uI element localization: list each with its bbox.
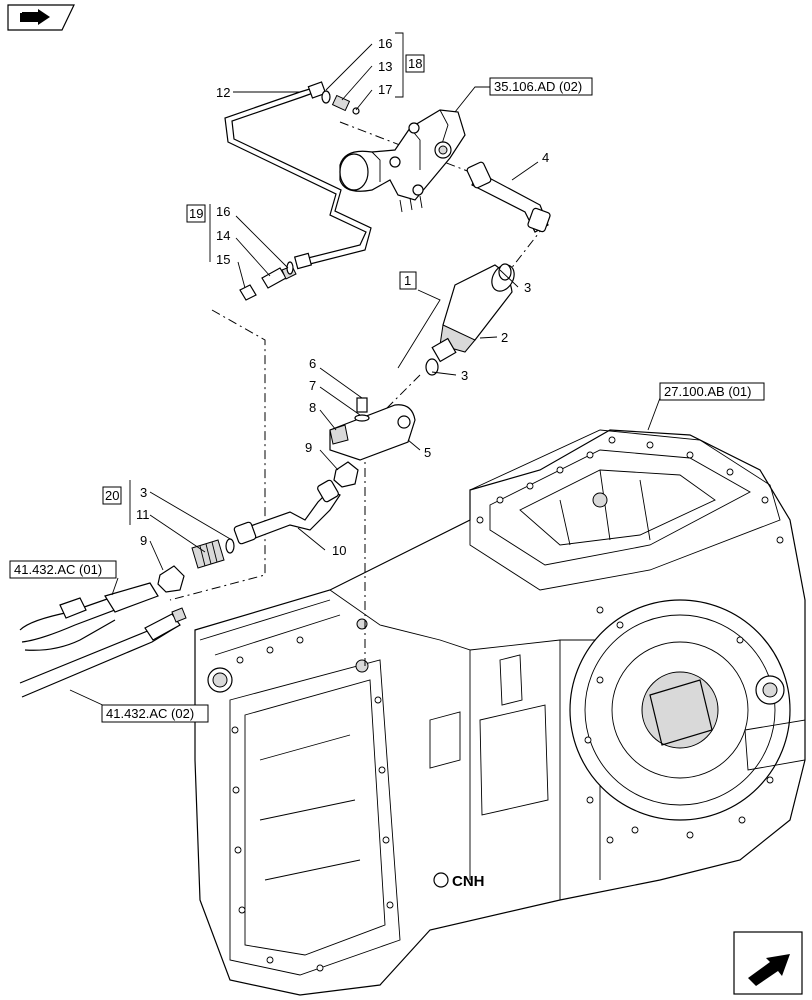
book-pointer-icon[interactable] (7, 4, 75, 31)
transmission-housing: CNH (194, 429, 806, 996)
fittings-left (239, 261, 297, 301)
next-arrow-icon[interactable] (733, 931, 803, 995)
callout-15: 15 (216, 252, 230, 267)
callout-16-top: 16 (378, 36, 392, 51)
callout-3-lower: 3 (140, 485, 147, 500)
callout-14: 14 (216, 228, 230, 243)
leader-lines (69, 32, 661, 714)
fittings-top (321, 90, 360, 115)
bracket-5 (329, 397, 416, 461)
callout-4: 4 (542, 150, 549, 165)
callout-17: 17 (378, 82, 392, 97)
callout-3-middle: 3 (461, 368, 468, 383)
callout-12: 12 (216, 85, 230, 100)
fittings-lower-left (157, 538, 235, 593)
callout-7: 7 (309, 378, 316, 393)
callout-3-upper: 3 (524, 280, 531, 295)
pipe-10 (233, 461, 359, 545)
svg-text:CNH: CNH (452, 873, 485, 890)
callout-6: 6 (309, 356, 316, 371)
callout-11: 11 (136, 507, 150, 522)
ref-35-106-ad-02: 35.106.AD (02) (494, 79, 582, 94)
callout-5: 5 (424, 445, 431, 460)
callout-1: 1 (404, 273, 411, 288)
callout-10: 10 (332, 543, 346, 558)
callout-2: 2 (501, 330, 508, 345)
callout-13: 13 (378, 59, 392, 74)
callout-9-upper: 9 (305, 440, 312, 455)
valve-block (339, 109, 466, 213)
callout-labels: 16 13 17 18 12 35.106.AD (02) 4 19 16 14… (9, 36, 765, 723)
solenoid-2 (425, 263, 515, 376)
ref-41-432-ac-02: 41.432.AC (02) (106, 706, 194, 721)
callout-16-left: 16 (216, 204, 230, 219)
ref-41-432-ac-01: 41.432.AC (01) (14, 562, 102, 577)
pipe-4 (466, 161, 551, 233)
pipe-12 (224, 81, 372, 270)
hoses (19, 582, 187, 698)
cnh-logo: CNH (433, 872, 485, 890)
ref-27-100-ab-01: 27.100.AB (01) (664, 384, 751, 399)
callout-9-lower: 9 (140, 533, 147, 548)
callout-19: 19 (189, 206, 203, 221)
callout-18: 18 (408, 56, 422, 71)
callout-8: 8 (309, 400, 316, 415)
callout-20: 20 (105, 488, 119, 503)
